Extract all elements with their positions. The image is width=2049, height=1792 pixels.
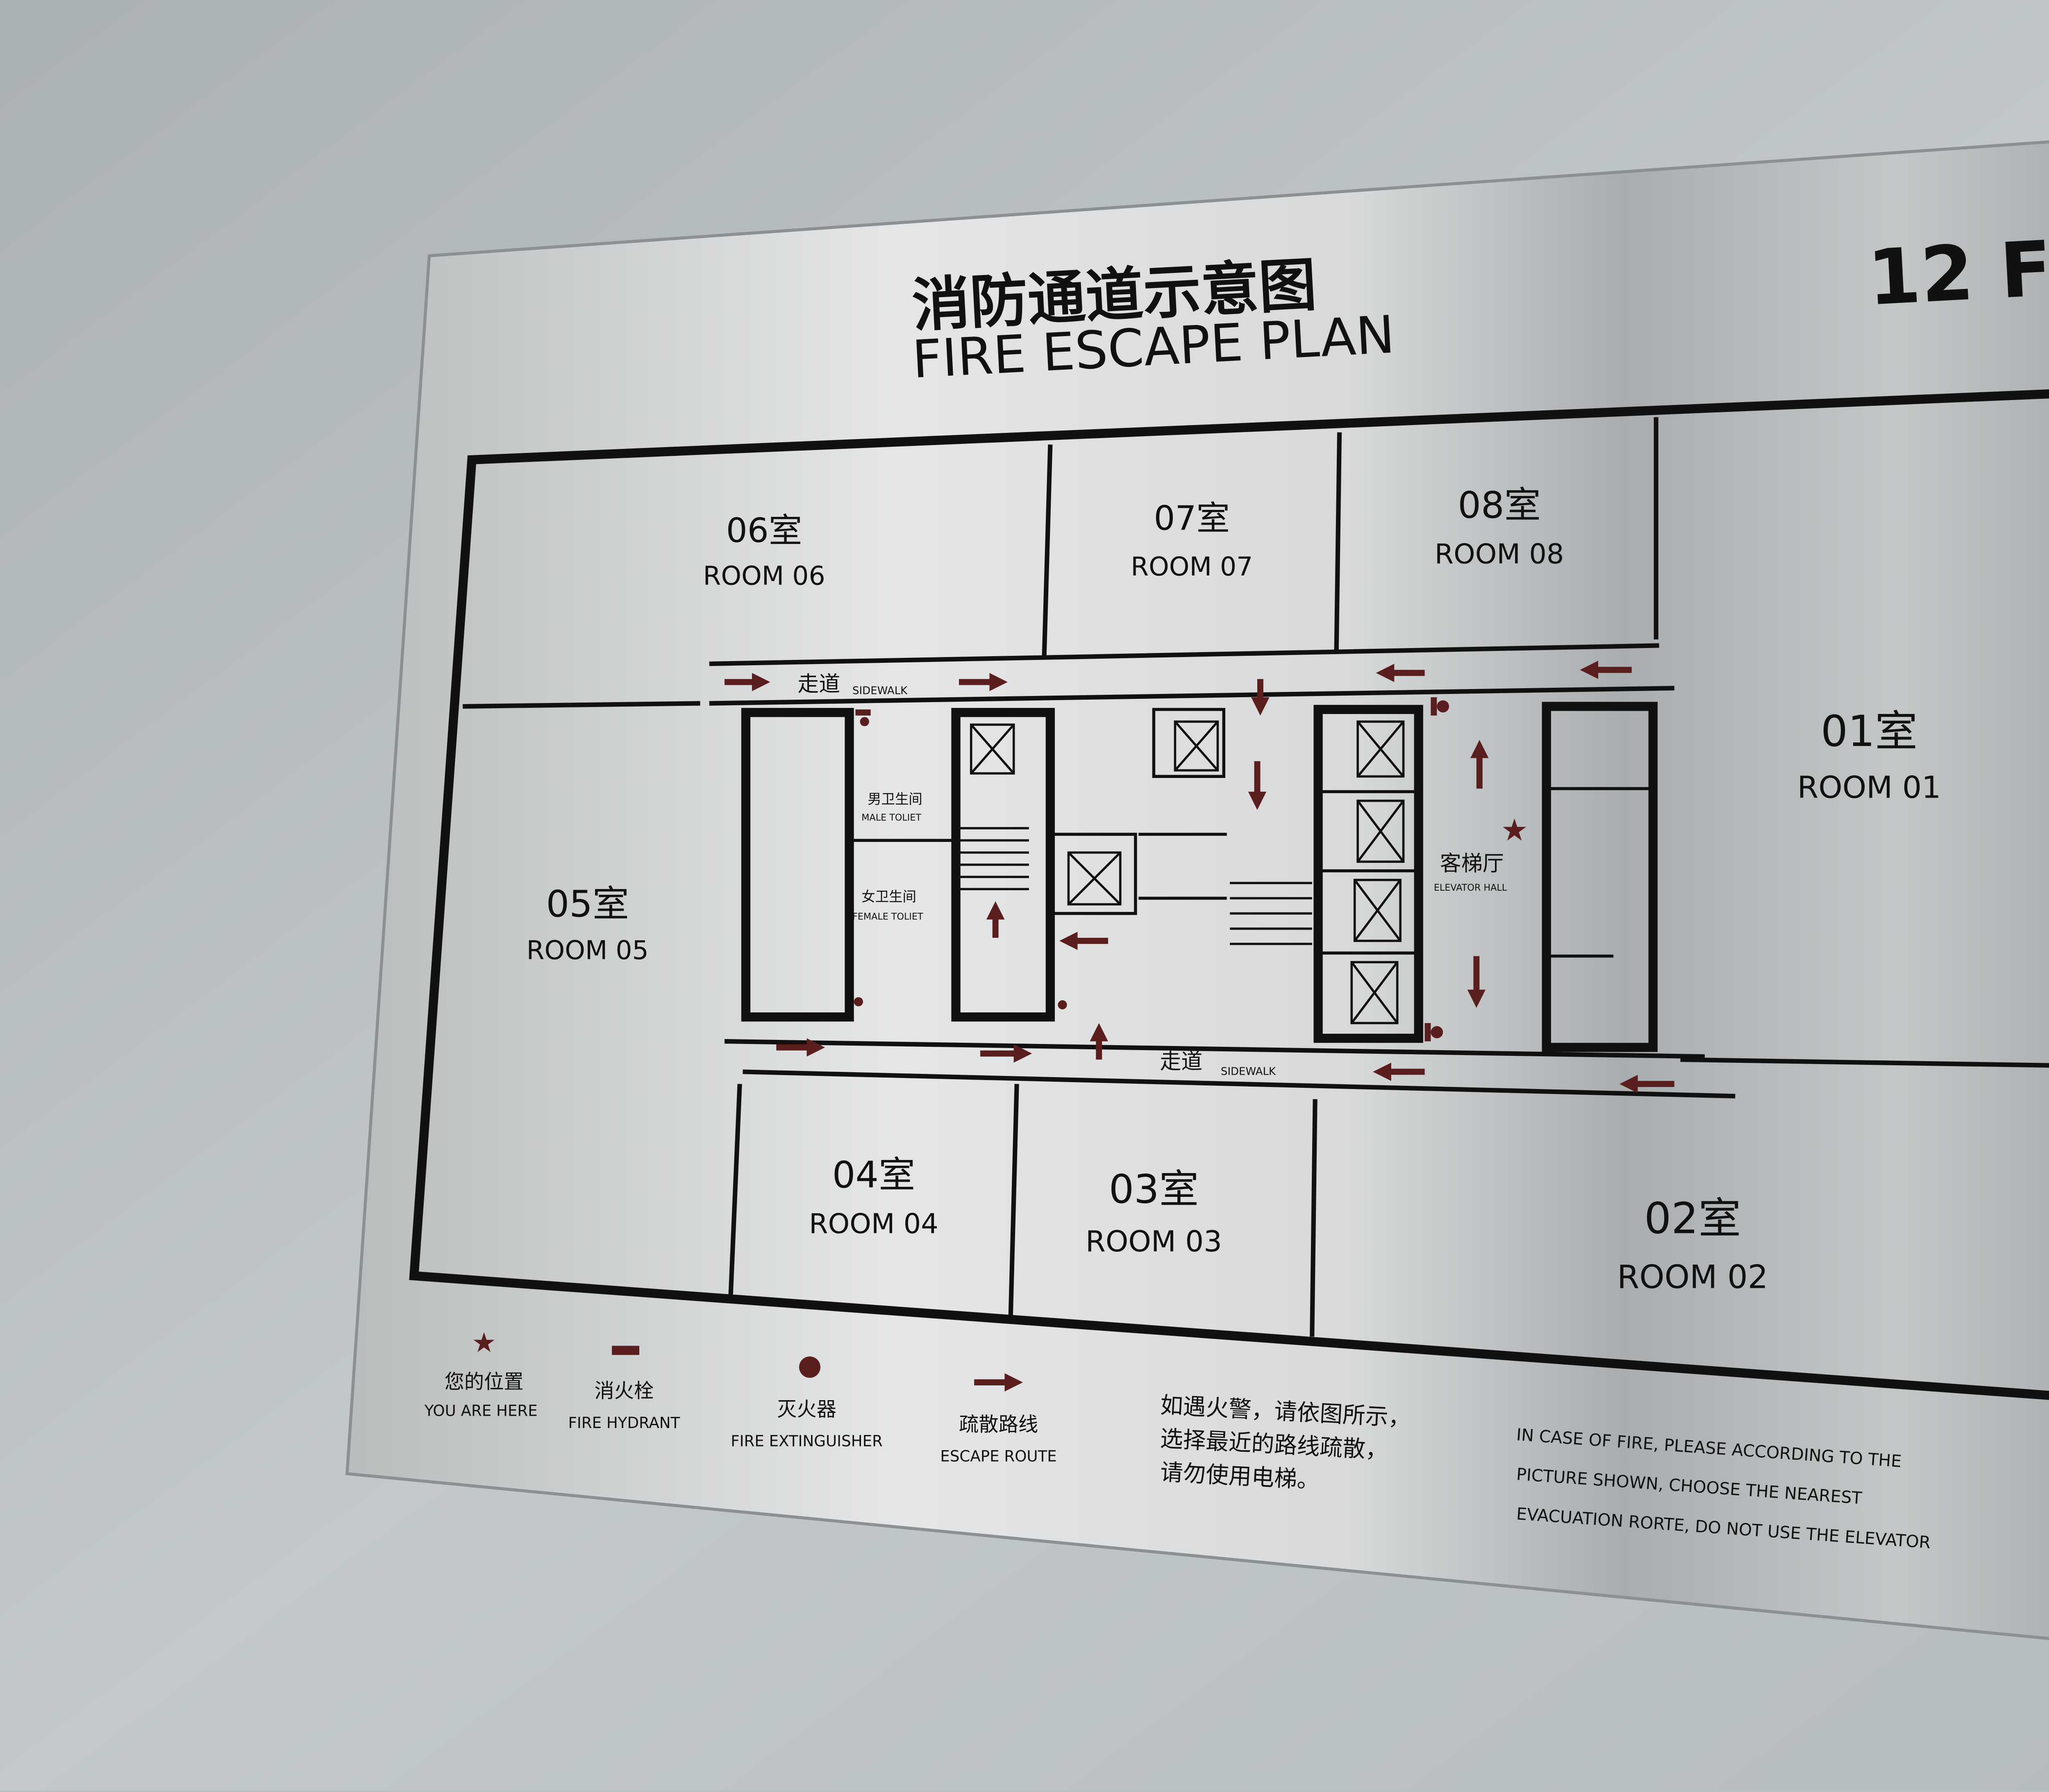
fire-hydrant-icons [855,697,1437,1042]
room-05-cn: 05室 [546,883,629,926]
inner-walls [846,708,1653,958]
legend-star-icon: ★ [472,1326,496,1358]
legend: ★ 您的位置 YOU ARE HERE 消火栓 FIRE HYDRANT 灭火器… [424,1326,1057,1465]
legend-you-are-here-en: YOU ARE HERE [424,1402,538,1419]
legend-fire-extinguisher-cn: 灭火器 [777,1398,836,1421]
core-labels: 走道 SIDEWALK 走道 SIDEWALK 男卫生间 MALE TOLIET… [797,672,1507,1078]
room-02-en: ROOM 02 [1617,1259,1768,1296]
elevator-hall-cn: 客梯厅 [1440,852,1504,876]
room-04-en: ROOM 04 [809,1208,938,1240]
floor-label: 12 F [1865,225,2049,323]
legend-escape-route-cn: 疏散路线 [959,1413,1038,1436]
floor-plan [409,389,2049,1400]
fire-extinguisher-icons [854,700,1449,1039]
room-03-en: ROOM 03 [1086,1224,1222,1258]
room-05-en: ROOM 05 [527,935,649,965]
room-07-en: ROOM 07 [1131,551,1253,582]
male-toilet-en: MALE TOLIET [861,812,921,823]
legend-fire-hydrant-en: FIRE HYDRANT [568,1414,680,1432]
you-are-here-star-icon: ★ [1501,812,1528,848]
room-02-cn: 02室 [1644,1194,1741,1244]
female-toilet-en: FEMALE TOLIET [852,911,923,922]
sidewalk-bottom-cn: 走道 [1160,1049,1202,1074]
corridor-walls [709,643,1736,1098]
sidewalk-bottom-en: SIDEWALK [1221,1065,1276,1078]
female-toilet-cn: 女卫生间 [861,889,916,905]
stairs [959,827,1312,945]
legend-fire-extinguisher-en: FIRE EXTINGUISHER [731,1433,883,1450]
legend-fire-hydrant-icon [612,1346,639,1355]
room-03-cn: 03室 [1109,1166,1199,1212]
room-01-en: ROOM 01 [1797,769,1941,805]
legend-escape-route-en: ESCAPE ROUTE [940,1448,1056,1465]
elevator-hall-en: ELEVATOR HALL [1434,882,1507,893]
escape-route-arrows [725,661,1674,1093]
room-04-cn: 04室 [832,1154,915,1196]
room-labels: 06室 ROOM 06 07室 ROOM 07 08室 ROOM 08 01室 … [527,484,1941,1296]
elevator-icons [970,720,1405,1024]
room-08-en: ROOM 08 [1435,538,1564,570]
core-walls [741,702,1658,1052]
metal-plate [345,140,2049,1640]
room-08-cn: 08室 [1458,484,1541,527]
room-06-cn: 06室 [726,511,802,550]
male-toilet-cn: 男卫生间 [868,791,922,807]
room-walls [463,417,2049,1337]
room-01-cn: 01室 [1821,706,1917,756]
legend-you-are-here-cn: 您的位置 [445,1370,524,1393]
room-06-en: ROOM 06 [703,560,825,591]
legend-fire-hydrant-cn: 消火栓 [594,1380,654,1403]
room-07-cn: 07室 [1154,499,1230,538]
legend-fire-extinguisher-icon [799,1356,820,1378]
sidewalk-top-cn: 走道 [797,672,840,696]
sidewalk-top-en: SIDEWALK [852,685,908,697]
